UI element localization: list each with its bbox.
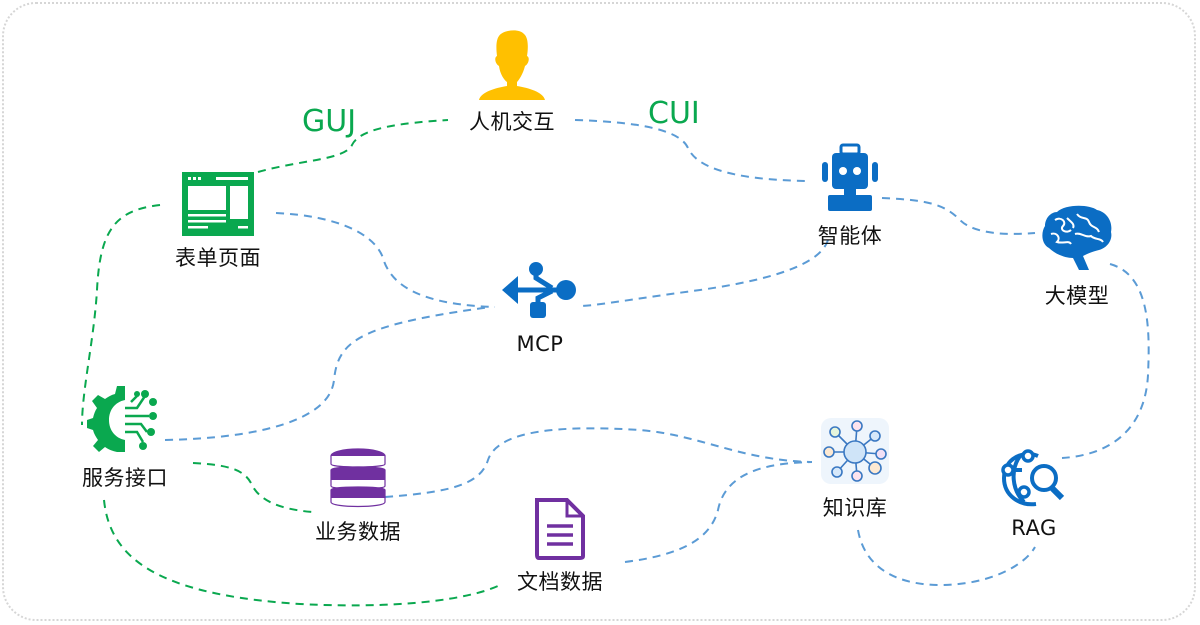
link-form-mcp — [275, 212, 496, 308]
robot-icon — [822, 143, 878, 211]
node-human[interactable]: 人机交互 — [450, 28, 574, 136]
link-agent-mcp — [581, 239, 829, 307]
node-docdata-label: 文档数据 — [517, 570, 603, 594]
link-docdata-kb — [624, 461, 813, 563]
cui-tag: CUI — [648, 96, 700, 131]
node-llm[interactable]: 大模型 — [1022, 204, 1132, 310]
node-service[interactable]: 服务接口 — [70, 380, 180, 492]
network-icon — [821, 418, 889, 484]
node-kb[interactable]: 知识库 — [810, 416, 900, 522]
node-agent-label: 智能体 — [817, 224, 883, 248]
database-icon — [330, 448, 386, 508]
person-icon — [479, 30, 545, 100]
node-agent[interactable]: 智能体 — [800, 142, 900, 250]
usb-icon — [502, 262, 576, 318]
node-human-label: 人机交互 — [469, 110, 555, 134]
node-llm-label: 大模型 — [1044, 284, 1110, 308]
link-service-mcp — [164, 306, 491, 441]
form-window-icon — [182, 172, 254, 236]
link-kb-rag — [857, 529, 1036, 587]
gui-tag: GUJ — [302, 104, 357, 139]
node-mcp-label: MCP — [516, 332, 564, 356]
node-bizdata-label: 业务数据 — [315, 520, 401, 544]
document-icon — [535, 498, 585, 560]
node-service-label: 服务接口 — [82, 466, 168, 490]
node-docdata[interactable]: 文档数据 — [500, 498, 620, 596]
link-form-human — [257, 119, 449, 173]
node-rag[interactable]: RAG — [994, 448, 1074, 540]
link-human-agent — [574, 119, 807, 182]
node-mcp[interactable]: MCP — [500, 260, 580, 356]
link-service-docdata — [103, 499, 501, 607]
globe-search-icon — [1001, 449, 1065, 507]
node-kb-label: 知识库 — [822, 496, 888, 520]
node-rag-label: RAG — [1011, 516, 1057, 540]
link-bizdata-kb — [384, 427, 811, 498]
node-bizdata[interactable]: 业务数据 — [300, 448, 416, 546]
link-service-bizdata — [192, 462, 313, 513]
brain-icon — [1042, 205, 1112, 270]
link-llm-rag — [1061, 263, 1150, 459]
link-form-service — [81, 204, 161, 426]
gear-circuit-icon — [87, 386, 157, 452]
node-form[interactable]: 表单页面 — [158, 172, 278, 272]
link-agent-llm — [881, 197, 1036, 235]
node-form-label: 表单页面 — [175, 246, 261, 270]
